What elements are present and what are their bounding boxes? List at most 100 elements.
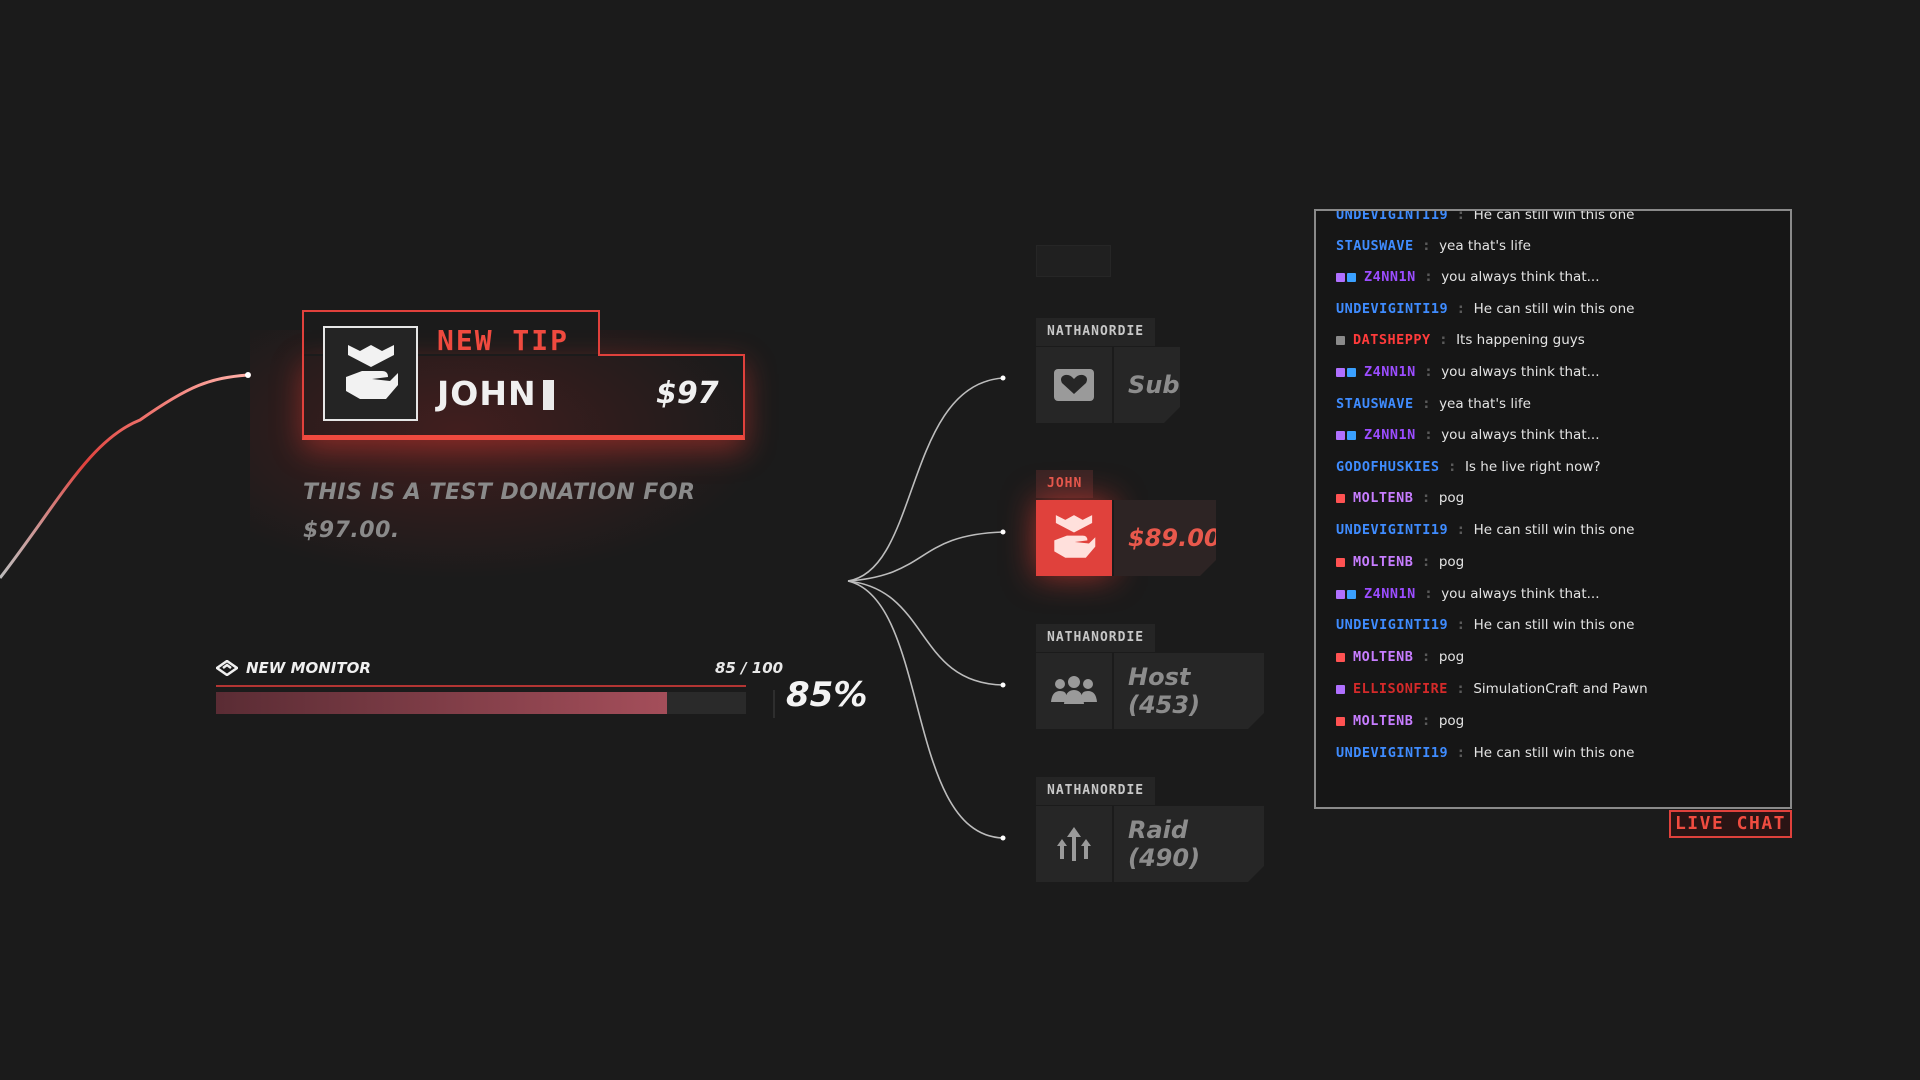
user-badge-icon [1336,272,1345,282]
event-user-label: NATHANORDIE [1036,318,1156,346]
chat-badges [1336,272,1356,282]
chat-message-text: He can still win this one [1473,745,1635,761]
chat-badges [1336,589,1356,599]
monitor-percent: 85% [786,675,868,715]
chat-message-text: SimulationCraft and Pawn [1473,681,1648,697]
heart-box-icon [1036,347,1112,423]
chat-separator: : [1423,554,1429,570]
chat-message-text: you always think that... [1441,364,1600,380]
event-host-text: Host (453) [1112,653,1264,729]
monitor-label: NEW MONITOR [246,659,371,677]
chat-username[interactable]: UNDEVIGINTI19 [1336,209,1449,223]
chat-username[interactable]: Z4NN1N [1364,586,1416,602]
user-badge-icon [1347,367,1356,377]
chat-badges [1336,367,1356,377]
chat-message-text: He can still win this one [1473,522,1635,538]
user-badge-icon [1336,684,1345,694]
chat-username[interactable]: STAUSWAVE [1336,396,1414,412]
user-badge-icon [1347,272,1356,282]
user-badge-icon [1336,335,1345,345]
event-sub-text: Sub [1112,347,1180,423]
chat-separator: : [1449,459,1455,475]
user-badge-icon [1336,589,1345,599]
chat-username[interactable]: MOLTENB [1353,554,1414,570]
chat-message-text: Its happening guys [1456,332,1585,348]
chat-username[interactable]: DATSHEPPY [1353,332,1431,348]
chat-message-text: you always think that... [1441,427,1600,443]
event-raid-text: Raid (490) [1112,806,1264,882]
event-user-label: JOHN [1036,470,1094,498]
chat-badges [1336,684,1345,694]
chat-separator: : [1425,364,1432,380]
chat-separator: : [1440,332,1447,348]
group-icon [1036,653,1112,729]
chat-separator: : [1425,586,1432,602]
chat-message-text: pog [1438,554,1465,570]
user-badge-icon [1336,493,1345,503]
chat-badges [1336,335,1345,345]
monitor-progress-fill [216,692,667,714]
tip-donor-name: JOHN [437,374,537,413]
chat-message: Z4NN1N:you always think that... [1336,267,1600,287]
diamond-arrow-icon [216,660,238,676]
chat-message-text: you always think that... [1441,586,1600,602]
chat-username[interactable]: UNDEVIGINTI19 [1336,522,1449,538]
chat-message-text: pog [1438,490,1465,506]
chat-username[interactable]: STAUSWAVE [1336,238,1414,254]
chat-username[interactable]: UNDEVIGINTI19 [1336,745,1449,761]
tip-title: NEW TIP [437,324,570,357]
empty-event-tag [1036,245,1111,277]
user-badge-icon [1336,652,1345,662]
chat-message-text: yea that's life [1439,238,1531,254]
user-badge-icon [1336,557,1345,567]
chat-separator: : [1458,209,1464,223]
chat-username[interactable]: GODOFHUSKIES [1336,459,1440,475]
chat-message: MOLTENB:pog [1336,711,1464,731]
chat-separator: : [1423,396,1430,412]
chat-separator: : [1423,238,1430,254]
chat-message: UNDEVIGINTI19:He can still win this one [1336,615,1634,635]
chat-username[interactable]: UNDEVIGINTI19 [1336,301,1449,317]
chat-message-text: yea that's life [1439,396,1531,412]
chat-username[interactable]: Z4NN1N [1364,364,1416,380]
chat-badges [1336,652,1345,662]
chat-username[interactable]: MOLTENB [1353,649,1414,665]
event-tip-amount: $89.00 [1112,500,1216,576]
chat-message-text: pog [1438,713,1465,729]
chat-message: UNDEVIGINTI19:He can still win this one [1336,743,1634,763]
chat-message: UNDEVIGINTI19:He can still win this one [1336,299,1634,319]
user-badge-icon [1336,716,1345,726]
chat-message: MOLTENB: pog [1336,552,1464,572]
chat-username[interactable]: ELLISONFIRE [1353,681,1448,697]
chat-message-text: you always think that... [1441,269,1600,285]
user-badge-icon [1336,367,1345,377]
hand-heart-icon [323,326,418,421]
chat-message-text: pog [1438,649,1465,665]
chat-message: UNDEVIGINTI19: He can still win this one [1336,209,1635,225]
event-user-label: NATHANORDIE [1036,777,1156,805]
chat-separator: : [1458,522,1464,538]
chat-separator: : [1425,427,1432,443]
chat-message-text: Is he live right now? [1464,459,1601,475]
chat-badges [1336,716,1345,726]
chat-username[interactable]: Z4NN1N [1364,269,1416,285]
user-badge-icon [1347,430,1356,440]
chat-message: Z4NN1N: you always think that... [1336,425,1600,445]
chat-message: MOLTENB:pog [1336,488,1464,508]
chat-badges [1336,430,1356,440]
chat-separator: : [1423,649,1429,665]
event-user-label: NATHANORDIE [1036,624,1156,652]
chat-username[interactable]: MOLTENB [1353,713,1414,729]
user-badge-icon [1347,589,1356,599]
chat-badges [1336,493,1345,503]
chat-username[interactable]: UNDEVIGINTI19 [1336,617,1449,633]
chat-message: Z4NN1N: you always think that... [1336,362,1600,382]
chat-message: STAUSWAVE: yea that's life [1336,236,1531,256]
chat-username[interactable]: MOLTENB [1353,490,1414,506]
tip-alert-box [302,354,745,440]
chat-username[interactable]: Z4NN1N [1364,427,1416,443]
chat-message-text: He can still win this one [1473,209,1635,223]
tip-amount: $97 [656,376,719,411]
arrows-up-icon [1036,806,1112,882]
